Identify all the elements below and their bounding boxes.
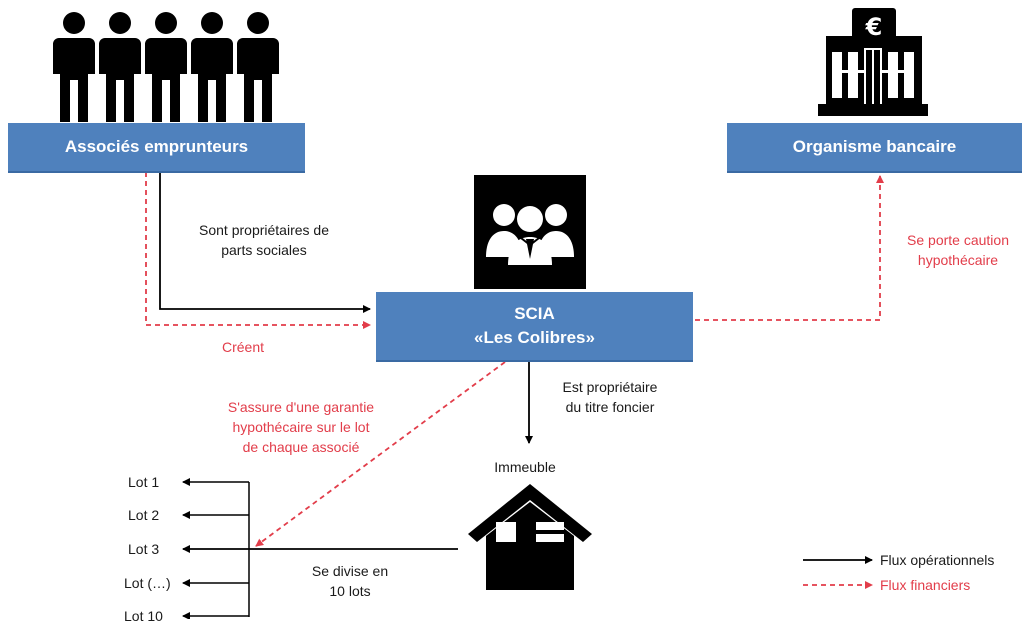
owner-label-line2: du titre foncier: [565, 399, 655, 415]
associates-label: Associés emprunteurs: [64, 137, 249, 156]
owner-label-line1: Est propriétaire: [562, 379, 658, 395]
guarantee-label-line1: S'assure d'une garantie: [227, 399, 375, 415]
divide-label-line1: Se divise en: [311, 563, 389, 579]
divide-label: Se divise en 10 lots: [290, 561, 410, 601]
associates-box: Associés emprunteurs: [8, 123, 305, 173]
guarantee-label-line3: de chaque associé: [242, 439, 360, 455]
lot-etc-label: Lot (…): [124, 575, 171, 591]
caution-label-line1: Se porte caution: [907, 232, 1009, 248]
create-label: Créent: [222, 339, 265, 355]
scia-title: SCIA: [514, 304, 555, 323]
business-team-icon: [474, 175, 586, 289]
shares-label: Sont propriétaires de parts sociales: [178, 220, 350, 260]
flow-caution-arrow: [695, 175, 884, 321]
flow-guarantee-arrow: [255, 361, 506, 547]
people-group-icon: [53, 12, 279, 122]
scia-box: SCIA «Les Colibres»: [376, 292, 693, 362]
lot-2-label: Lot 2: [128, 507, 160, 523]
building-label: Immeuble: [494, 459, 556, 475]
divide-label-line2: 10 lots: [329, 583, 371, 599]
legend-operational-label: Flux opérationnels: [880, 552, 995, 568]
bank-label: Organisme bancaire: [792, 137, 957, 156]
shares-label-line2: parts sociales: [221, 242, 307, 258]
owner-label: Est propriétaire du titre foncier: [540, 377, 680, 417]
lot-10-label: Lot 10: [124, 608, 163, 624]
guarantee-label-line2: hypothécaire sur le lot: [232, 419, 370, 435]
caution-label: Se porte caution hypothécaire: [888, 230, 1028, 270]
guarantee-label: S'assure d'une garantie hypothécaire sur…: [208, 397, 394, 457]
bank-building-icon: €: [818, 8, 928, 116]
scia-name: «Les Colibres»: [474, 328, 595, 347]
lot-1-label: Lot 1: [128, 474, 160, 490]
bank-box: Organisme bancaire: [727, 123, 1022, 173]
flow-shares-arrow: [159, 172, 371, 313]
legend-financial-label: Flux financiers: [880, 577, 971, 593]
caution-label-line2: hypothécaire: [917, 252, 999, 268]
svg-text:€: €: [865, 13, 883, 41]
shares-label-line1: Sont propriétaires de: [199, 222, 329, 238]
lot-3-label: Lot 3: [128, 541, 160, 557]
flow-create-arrow: [145, 172, 371, 329]
house-icon: [468, 484, 592, 590]
